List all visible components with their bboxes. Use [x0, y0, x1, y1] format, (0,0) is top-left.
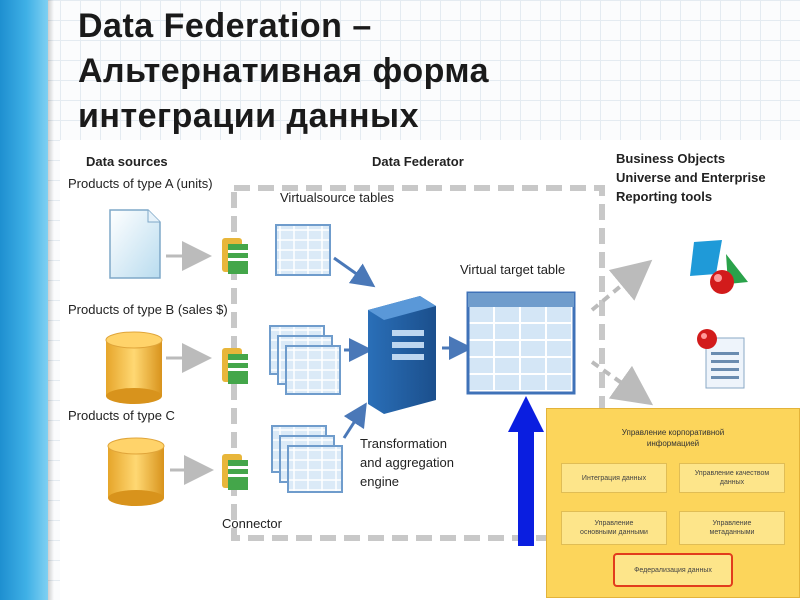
- arrow-target-universe: [590, 259, 653, 312]
- data-federator-header: Data Federator: [372, 154, 464, 169]
- inset-box-master: Управление основными данными: [561, 511, 667, 545]
- arrow-table-c-engine: [342, 402, 367, 439]
- engine-label: Transformation and aggregation engine: [360, 434, 454, 491]
- highlight-arrow-icon: [508, 396, 544, 546]
- virtualsource-table-b: [269, 325, 341, 395]
- master-line-1: Управление: [594, 520, 634, 527]
- database-cylinder-icon-c: [107, 437, 165, 506]
- bo-tools-header: Business Objects Universe and Enterprise…: [616, 149, 766, 206]
- connector-label: Connector: [222, 516, 282, 531]
- inset-box-federation: Федерализация данных: [613, 553, 733, 587]
- products-c-label: Products of type C: [68, 408, 175, 423]
- document-icon: [109, 209, 161, 279]
- arrow-target-reporting: [590, 360, 654, 406]
- bo-header-line-3: Reporting tools: [616, 189, 713, 204]
- database-cylinder-icon-b: [105, 331, 163, 404]
- arrow-table-a-engine: [333, 256, 376, 288]
- virtualsource-table-c: [271, 425, 343, 493]
- master-line-2: основными данными: [580, 529, 648, 536]
- title-line-1: Data Federation –: [78, 7, 372, 45]
- metadata-line-1: Управление: [712, 520, 752, 527]
- inset-box-quality: Управление качеством данных: [679, 463, 785, 493]
- engine-line-2: and aggregation: [360, 455, 454, 470]
- connector-icon-b: [222, 348, 248, 384]
- virtual-target-label: Virtual target table: [460, 262, 566, 277]
- virtualsource-table-a: [275, 224, 331, 276]
- bo-header-line-2: Universe and Enterprise: [616, 170, 766, 185]
- products-a-label: Products of type A (units): [68, 176, 213, 191]
- inset-title-line-1: Управление корпоративной: [621, 428, 725, 437]
- bo-header-line-1: Business Objects: [616, 151, 726, 166]
- report-icon: [697, 329, 745, 389]
- connector-icon-a: [222, 238, 248, 274]
- data-sources-header: Data sources: [86, 154, 168, 169]
- metadata-line-2: метаданными: [709, 529, 755, 536]
- inset-box-metadata: Управление метаданными: [679, 511, 785, 545]
- eim-inset: Управление корпоративной информацией Инт…: [546, 408, 800, 598]
- virtual-target-table: [466, 291, 576, 395]
- engine-line-1: Transformation: [360, 436, 447, 451]
- left-accent-bar: [0, 0, 54, 600]
- inset-box-integration: Интеграция данных: [561, 463, 667, 493]
- inset-title-line-2: информацией: [646, 439, 700, 448]
- title-line-2: Альтернативная форма: [78, 52, 490, 90]
- engine-server-icon: [368, 296, 436, 414]
- inset-title: Управление корпоративной информацией: [547, 427, 799, 449]
- quality-line-1: Управление качеством: [694, 470, 770, 477]
- slide-title: Data Federation – Альтернативная форма и…: [78, 4, 638, 139]
- products-b-label: Products of type B (sales $): [68, 302, 228, 317]
- universe-icon: [690, 240, 748, 294]
- virtualsource-label: Virtualsource tables: [280, 190, 394, 205]
- connector-icon-c: [222, 454, 248, 490]
- engine-line-3: engine: [360, 474, 400, 489]
- title-line-3: интеграции данных: [78, 97, 419, 135]
- quality-line-2: данных: [719, 479, 745, 486]
